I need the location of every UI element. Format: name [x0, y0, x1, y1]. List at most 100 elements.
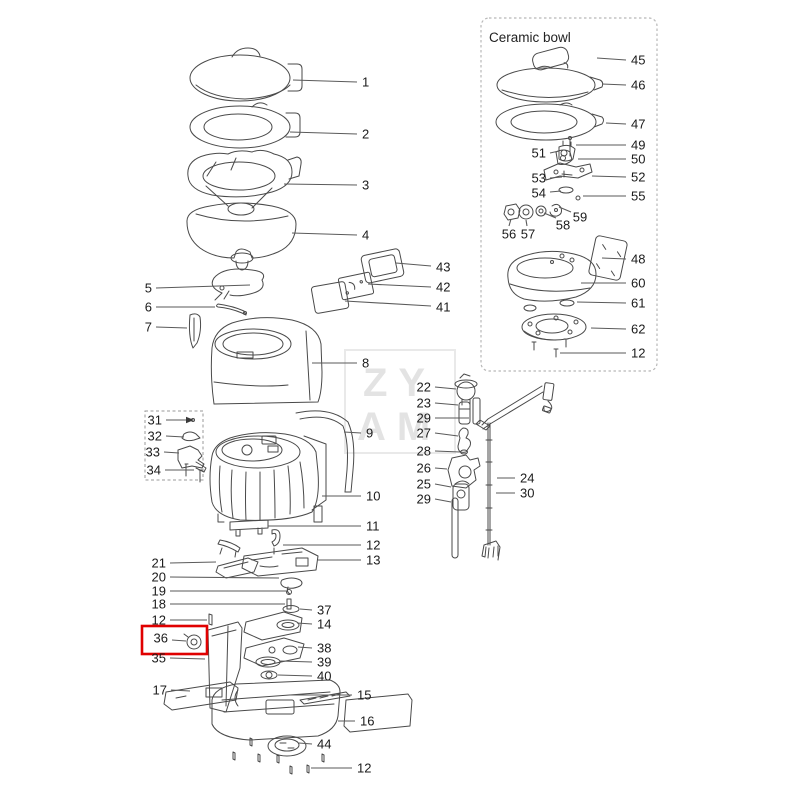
part-58-ring	[535, 205, 547, 217]
part-label-46-48: 46	[631, 78, 645, 93]
part-26-pump-bracket	[447, 454, 481, 489]
part-8-upper-housing	[210, 317, 323, 405]
leader-line-54-56	[549, 190, 562, 193]
part-label-26-42: 26	[417, 461, 431, 476]
leader-line-45-47	[596, 57, 627, 61]
part-label-59-60: 59	[573, 210, 587, 225]
part-17-bracket	[163, 681, 239, 711]
leader-line-2-1	[289, 131, 358, 135]
leader-line-7-9	[155, 326, 188, 329]
part-label-52-52: 52	[631, 170, 645, 185]
part-43-frame	[360, 248, 405, 284]
watermark: ZY AM	[344, 349, 456, 454]
part-12-screws-bottom	[232, 737, 325, 775]
part-2-seat-ring	[189, 102, 301, 149]
part-label-20-21: 20	[152, 570, 166, 585]
sub-parts-box	[144, 410, 204, 481]
part-label-44-35: 44	[317, 737, 331, 752]
part-label-36-25: 36	[154, 631, 168, 646]
part-19-ball	[286, 589, 292, 595]
part-label-2-1: 2	[362, 127, 369, 142]
leader-line-26-42	[434, 467, 448, 470]
part-4-bowl	[186, 202, 297, 271]
part-label-61-63: 61	[631, 296, 645, 311]
part-12-hook-bracket	[271, 529, 281, 555]
part-label-24-45: 24	[520, 471, 534, 486]
part-label-39-31: 39	[317, 655, 331, 670]
part-41-cover-plate	[310, 281, 350, 314]
part-45-hinge-pad	[532, 46, 570, 71]
part-label-25-43: 25	[417, 477, 431, 492]
leader-line-22-37	[434, 386, 457, 390]
part-label-8-10: 8	[362, 356, 369, 371]
part-label-22-37: 22	[417, 380, 431, 395]
leader-line-48-61	[601, 257, 627, 260]
part-label-30-46: 30	[520, 486, 534, 501]
part-label-6-8: 6	[145, 300, 152, 315]
part-18-pin	[286, 598, 292, 610]
part-label-29-44: 29	[417, 492, 431, 507]
part-27-valve	[457, 427, 471, 453]
part-label-53-55: 53	[532, 171, 546, 186]
leader-line-44-35	[298, 742, 313, 745]
part-label-35-26: 35	[152, 651, 166, 666]
part-label-21-20: 21	[152, 556, 166, 571]
part-label-51-54: 51	[532, 146, 546, 161]
part-label-28-41: 28	[417, 444, 431, 459]
leader-line-1-0	[292, 79, 358, 83]
part-label-57-58: 57	[521, 227, 535, 242]
leader-line-43-4	[395, 262, 432, 267]
leader-line-32-12	[165, 435, 185, 438]
leader-line-61-63	[576, 301, 627, 304]
part-47-ceramic-seat	[495, 102, 604, 141]
leader-line-33-13	[163, 451, 180, 454]
part-label-12-65: 12	[631, 346, 645, 361]
leader-line-46-48	[601, 83, 627, 86]
part-label-49-50: 49	[631, 138, 645, 153]
part-label-4-3: 4	[362, 228, 369, 243]
part-12-pin-left	[208, 613, 213, 626]
part-14-plate	[243, 611, 303, 641]
part-label-62-64: 62	[631, 322, 645, 337]
leader-line-3-2	[283, 183, 358, 186]
part-label-42-5: 42	[436, 280, 450, 295]
part-label-15-33: 15	[357, 688, 371, 703]
part-label-29-39: 29	[417, 411, 431, 426]
leader-line-59-60	[558, 206, 572, 213]
part-24-wiring-harness	[475, 382, 555, 546]
part-56-nut	[503, 203, 521, 221]
part-label-56-57: 56	[502, 227, 516, 242]
part-label-3-2: 3	[362, 178, 369, 193]
part-label-5-7: 5	[145, 281, 152, 296]
part-62-flange	[521, 313, 587, 341]
part-16-panel	[343, 693, 413, 733]
leader-line-52-52	[591, 175, 627, 178]
leader-line-5-7	[155, 284, 251, 289]
watermark-line1: ZY	[363, 361, 436, 405]
part-label-23-38: 23	[417, 396, 431, 411]
part-label-27-40: 27	[417, 426, 431, 441]
part-label-47-49: 47	[631, 117, 645, 132]
leader-arrowhead-31	[186, 416, 194, 424]
leader-line-51-54	[549, 150, 560, 154]
part-3-funnel	[187, 149, 302, 216]
part-label-9-15: 9	[366, 426, 373, 441]
part-1-toilet-lid	[189, 47, 303, 102]
part-12-strip	[217, 539, 241, 558]
leader-line-27-40	[434, 432, 459, 437]
part-13-mechanism-plate	[241, 547, 319, 577]
part-55-dot	[575, 195, 581, 201]
part-39-seal	[255, 656, 281, 668]
part-label-60-62: 60	[631, 276, 645, 291]
part-40-ring	[260, 670, 278, 680]
part-32-clip	[181, 431, 201, 442]
part-label-12-18: 12	[366, 538, 380, 553]
part-label-12-36: 12	[357, 761, 371, 776]
part-label-54-56: 54	[532, 186, 546, 201]
leader-line-35-26	[169, 657, 206, 660]
part-label-55-53: 55	[631, 189, 645, 204]
part-33-valve	[177, 445, 207, 473]
leader-line-40-32	[277, 674, 313, 677]
